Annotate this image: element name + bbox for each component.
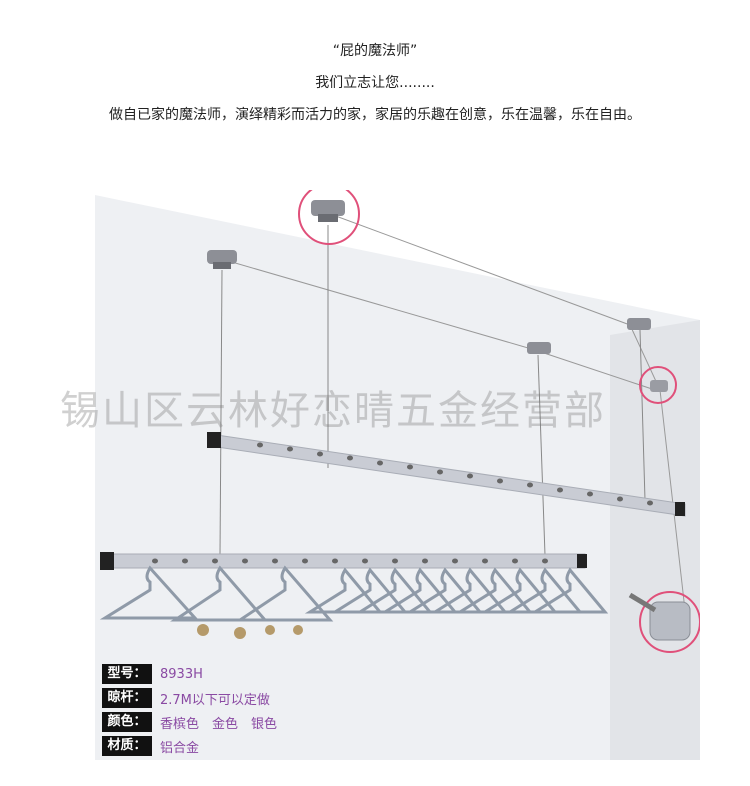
hanger <box>170 565 269 622</box>
upper-bar <box>207 432 686 517</box>
highlight-ring-2 <box>639 366 677 404</box>
hanger <box>354 567 434 614</box>
ceiling-mount-4 <box>627 318 651 330</box>
header-slogan: 做自已家的魔法师，演绎精彩而活力的家，家居的乐趣在创意，乐在温馨，乐在自由。 <box>109 107 641 123</box>
upper-bar-holes <box>257 442 653 506</box>
crank-handle <box>628 592 691 641</box>
spec-row-material: 材质： 铝合金 <box>102 734 277 758</box>
spec-value: 2.7M以下可以定做 <box>160 692 270 708</box>
ceiling-mount-1 <box>311 200 345 222</box>
spec-value: 铝合金 <box>160 740 200 756</box>
side-wall <box>610 320 700 760</box>
hanger <box>304 567 384 614</box>
spec-value: 8933H <box>160 666 203 682</box>
drying-rack-illustration <box>95 190 700 760</box>
hanger <box>99 565 199 620</box>
lower-bar-holes <box>152 558 548 564</box>
hanger <box>529 567 609 614</box>
ceiling-mount-3 <box>527 342 551 354</box>
hanger <box>235 565 334 622</box>
hanger <box>504 567 584 614</box>
hanger <box>329 567 409 614</box>
spec-label: 晾杆： <box>102 688 152 708</box>
hanger <box>429 567 509 614</box>
hanger <box>454 567 534 614</box>
highlight-ring-1 <box>298 190 360 245</box>
spec-row-color: 颜色： 香槟色 金色 银色 <box>102 710 277 734</box>
spec-list: 型号： 8933H 晾杆： 2.7M以下可以定做 颜色： 香槟色 金色 银色 材… <box>102 662 277 758</box>
watermark-text: 锡山区云林好恋晴五金经营部 <box>60 388 606 434</box>
spec-label: 颜色： <box>102 712 152 732</box>
clips <box>197 624 303 639</box>
spec-value: 香槟色 金色 银色 <box>160 716 278 732</box>
spec-row-rod: 晾杆： 2.7M以下可以定做 <box>102 686 277 710</box>
hanger <box>479 567 559 614</box>
product-scene <box>95 190 700 760</box>
header: “屁的魔法师” 我们立志让您........ 做自已家的魔法师，演绎精彩而活力的… <box>0 40 750 124</box>
spec-label: 型号： <box>102 664 152 684</box>
highlight-ring-3 <box>639 591 700 653</box>
hanger <box>404 567 484 614</box>
header-title: “屁的魔法师” <box>332 43 418 59</box>
ceiling-mount-2 <box>207 250 237 269</box>
pulley-small <box>650 380 668 392</box>
spec-row-model: 型号： 8933H <box>102 662 277 686</box>
hanger <box>379 567 459 614</box>
spec-label: 材质： <box>102 736 152 756</box>
header-subtitle: 我们立志让您........ <box>315 75 435 91</box>
hangers <box>99 565 609 622</box>
lower-bar <box>100 552 587 570</box>
